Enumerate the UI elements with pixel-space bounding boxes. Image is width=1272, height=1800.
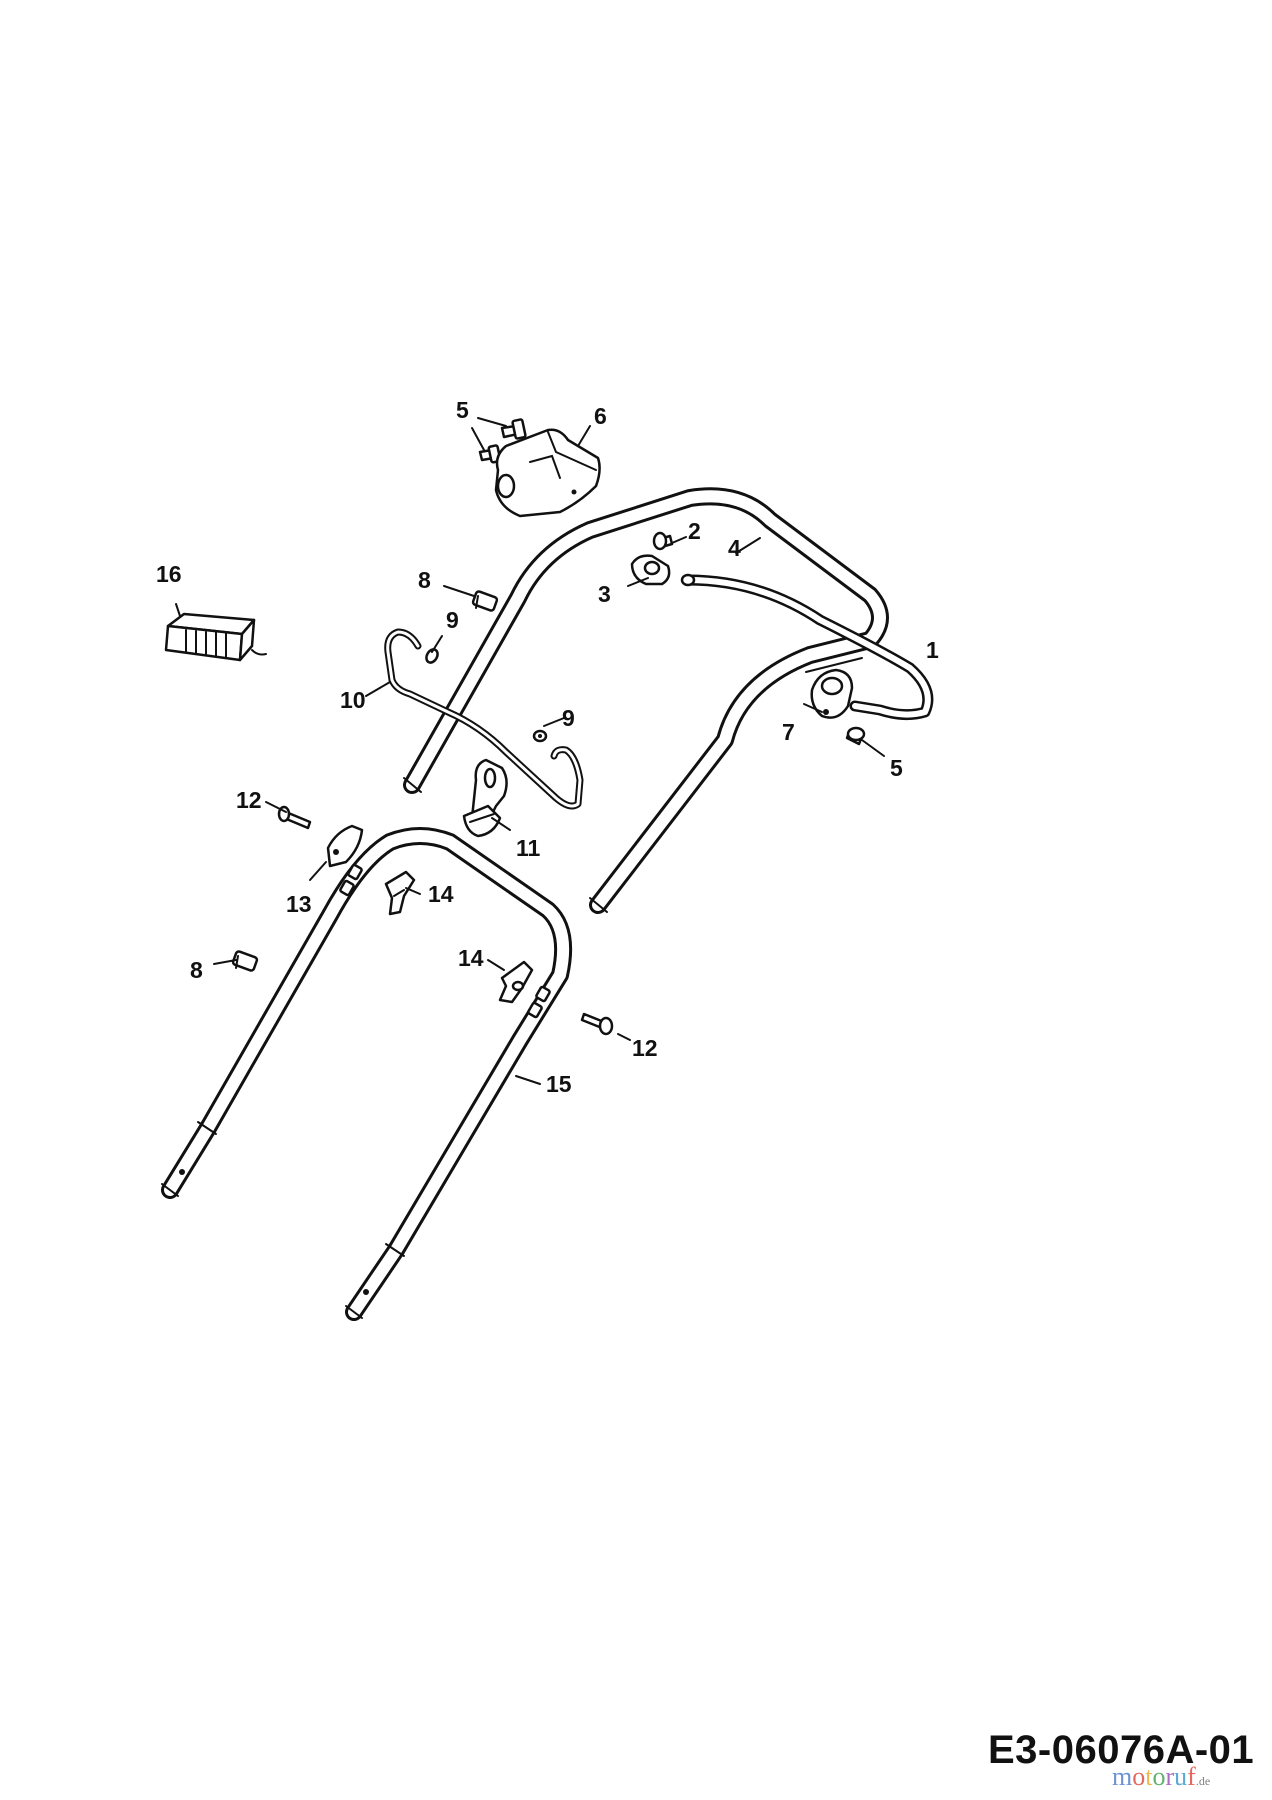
- callout-6: 6: [594, 403, 607, 429]
- battery-cover-part-6: [494, 428, 601, 518]
- sleeve-part-8-lower: [231, 950, 259, 972]
- callout-2: 2: [688, 518, 701, 544]
- bolt-part-12-lower: [580, 1012, 614, 1036]
- callout-14-right: 14: [458, 945, 484, 971]
- callout-5-top: 5: [456, 397, 469, 423]
- watermark-letter: r: [1165, 1762, 1175, 1791]
- bail-bar-part-1: [680, 573, 934, 721]
- charger-part-16: [164, 612, 267, 662]
- callout-11: 11: [516, 835, 541, 861]
- callout-3: 3: [598, 581, 611, 607]
- watermark-text: motoruf: [1112, 1762, 1196, 1791]
- watermark-letter: f: [1187, 1762, 1196, 1791]
- callout-9-upper: 9: [446, 607, 459, 633]
- watermark-suffix: .de: [1195, 1774, 1211, 1788]
- wing-nut-part-14-right: [498, 960, 534, 1004]
- watermark-letter: u: [1174, 1762, 1188, 1791]
- callout-7: 7: [782, 719, 795, 745]
- knob-part-3: [630, 554, 671, 586]
- callout-10: 10: [340, 687, 366, 713]
- bracket-plate-part-13: [326, 824, 364, 868]
- sleeve-part-8-upper: [471, 590, 499, 612]
- callout-9-lower: 9: [562, 705, 575, 731]
- watermark-letter: o: [1132, 1762, 1146, 1791]
- callout-15: 15: [546, 1071, 572, 1097]
- leader-lines: [175, 417, 885, 1085]
- nut-part-9-upper: [425, 648, 439, 664]
- callout-12-upper: 12: [236, 787, 262, 813]
- callout-16: 16: [156, 561, 182, 587]
- callout-5-right: 5: [890, 755, 903, 781]
- watermark-letter: m: [1112, 1762, 1133, 1791]
- callout-8-upper: 8: [418, 567, 431, 593]
- callout-numbers: 1 2 3 4 5 6 5 7 8 8 9 9 10 11 12 12 13 1…: [156, 397, 939, 1097]
- switch-bracket-part-11: [462, 758, 508, 838]
- callout-8-lower: 8: [190, 957, 203, 983]
- callout-14-left: 14: [428, 881, 454, 907]
- callout-12-lower: 12: [632, 1035, 658, 1061]
- screw-part-5-right: [845, 726, 866, 746]
- screw-part-2: [652, 531, 674, 551]
- watermark: motoruf.de: [1112, 1762, 1210, 1792]
- watermark-letter: o: [1152, 1762, 1166, 1791]
- wing-nut-part-14-left: [384, 870, 416, 916]
- control-rod-part-10: [384, 628, 584, 810]
- callout-13: 13: [286, 891, 312, 917]
- upper-handle-part-4: [403, 487, 889, 914]
- callout-1: 1: [926, 637, 939, 663]
- drawing-code: E3-06076A-01: [988, 1728, 1255, 1772]
- callout-4: 4: [728, 535, 741, 561]
- lower-handle-part-15: [161, 827, 573, 1321]
- nut-part-9-lower: [532, 729, 548, 743]
- watermark-letter: t: [1145, 1762, 1153, 1791]
